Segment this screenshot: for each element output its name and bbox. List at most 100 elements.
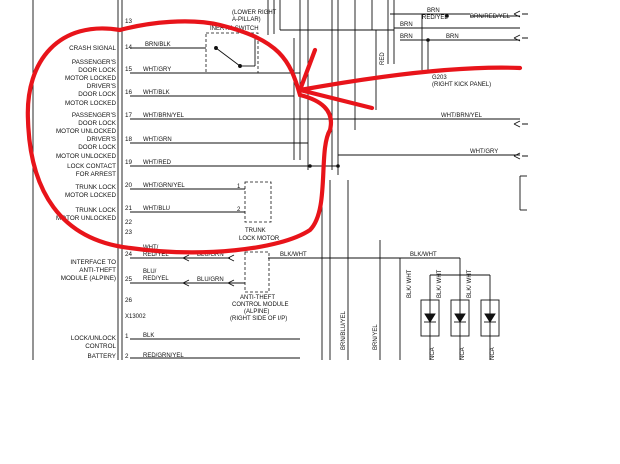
pin-numbers: 13 14 15 16 17 18 19 20 21 22 23 24 25 2…: [125, 18, 133, 360]
wire-vert-bw3: BLK/ WHT: [467, 269, 473, 298]
pin-26: 26: [125, 297, 133, 304]
pin-21: 21: [125, 205, 133, 212]
red-annotation-arrow: [297, 47, 523, 111]
wire-blkwht-top: BLK/WHT: [410, 252, 437, 258]
trunk-lock-motor-box: [244, 181, 272, 223]
pin-16: 16: [125, 89, 133, 96]
label-lca-2: FOR ARREST: [76, 171, 116, 178]
module-frame: [32, 0, 123, 360]
diode-label-1: NCA: [430, 347, 436, 360]
label-pdu-3: MOTOR UNLOCKED: [56, 128, 117, 135]
label-pdl-2: DOOR LOCK: [78, 67, 117, 74]
ground-label: G203: [432, 75, 447, 81]
label-battery: BATTERY: [88, 353, 117, 360]
wire-15: WHT/GRY: [143, 67, 171, 73]
diode-label-3: NCA: [490, 347, 496, 360]
pin-15: 15: [125, 66, 133, 73]
label-ddl-1: DRIVER'S: [87, 83, 116, 90]
label-if-3: MODULE (ALPINE): [61, 275, 116, 282]
right-connectors: [513, 10, 528, 211]
pin-18: 18: [125, 136, 133, 143]
anti-theft-label-3: (ALPINE): [244, 309, 269, 315]
label-ddu-3: MOTOR UNLOCKED: [56, 153, 117, 160]
diode-modules: [420, 299, 500, 337]
pin-13: 13: [125, 18, 133, 25]
label-tu-2: MOTOR UNLOCKED: [56, 215, 117, 222]
wire-24b: RED/YEL: [143, 252, 169, 258]
wire-vert-bw2: BLK/ WHT: [437, 269, 443, 298]
pin-25: 25: [125, 276, 133, 283]
label-lca-1: LOCK CONTACT: [67, 163, 116, 170]
pin-1: 1: [125, 333, 129, 340]
wire-24a: WHT/: [143, 245, 159, 251]
wire-24c: BLU/GRN: [197, 252, 224, 258]
wire-mod-out: BLK/WHT: [280, 252, 307, 258]
wire-21: WHT/BLU: [143, 206, 170, 212]
junction-dot-2: [445, 14, 449, 18]
wire-16: WHT/BLK: [143, 90, 170, 96]
wire-top-brn: BRN: [427, 8, 440, 14]
wire-1: BLK: [143, 333, 154, 339]
pin-22: 22: [125, 219, 133, 226]
anti-theft-label-1: ANTI-THEFT: [240, 295, 275, 301]
label-ddu-2: DOOR LOCK: [78, 144, 117, 151]
wire-top-brn3: BRN: [400, 34, 413, 40]
wire-right-17: WHT/BRN/YEL: [441, 113, 483, 119]
pin-17: 17: [125, 112, 133, 119]
pin-19: 19: [125, 159, 133, 166]
pin-2: 2: [125, 353, 129, 360]
wire-vert-bw1: BLK/ WHT: [407, 269, 413, 298]
junction-dot-4: [336, 164, 340, 168]
trunk-lock-label-2: LOCK MOTOR: [239, 236, 280, 242]
label-pdu-2: DOOR LOCK: [78, 120, 117, 127]
red-annotation-circle: [25, 19, 334, 255]
wire-14: BRN/BLK: [145, 42, 171, 48]
label-lu-2: CONTROL: [85, 343, 116, 350]
wire-25a: BLU/: [143, 269, 157, 275]
anti-theft-label-2: CONTROL MODULE: [232, 302, 288, 308]
label-ddl-3: MOTOR LOCKED: [65, 100, 116, 107]
label-tu-1: TRUNK LOCK: [75, 207, 116, 214]
label-ddl-2: DOOR LOCK: [78, 91, 117, 98]
wire-25b: RED/YEL: [143, 276, 169, 282]
connector-id: X13002: [125, 314, 146, 320]
label-ddu-1: DRIVER'S: [87, 136, 116, 143]
wire-vert-brnyel: BRN/YEL: [373, 324, 379, 350]
left-labels: CRASH SIGNAL PASSENGER'S DOOR LOCK MOTOR…: [56, 45, 117, 360]
inertia-switch-label-2: A-PILLAR): [232, 17, 261, 23]
wire-top-brn2: BRN: [400, 22, 413, 28]
wire-17: WHT/BRN/YEL: [143, 113, 185, 119]
trunk-pin-2: 2: [237, 207, 241, 213]
label-tl-1: TRUNK LOCK: [75, 184, 116, 191]
wire-right-19: WHT/GRY: [470, 149, 498, 155]
connector-arrows: [182, 254, 235, 287]
wire-vert-red: RED: [380, 52, 386, 65]
anti-theft-label-4: (RIGHT SIDE OF I/P): [230, 316, 287, 322]
label-tl-2: MOTOR LOCKED: [65, 192, 116, 199]
pin-14: 14: [125, 44, 133, 51]
label-lu-1: LOCK/UNLOCK: [71, 335, 117, 342]
wire-18: WHT/GRN: [143, 137, 172, 143]
pin-23: 23: [125, 229, 133, 236]
wire-top-redyel: RED/YEL: [422, 15, 448, 21]
junction-dot-3: [308, 164, 312, 168]
pin-24: 24: [125, 251, 133, 258]
middle-vertical-wires: [321, 180, 381, 360]
wire-top-brn4: BRN: [446, 34, 459, 40]
inertia-switch-label-1: (LOWER RIGHT: [232, 10, 277, 16]
inertia-switch-symbol: [214, 36, 256, 68]
label-pdl-1: PASSENGER'S: [72, 59, 116, 66]
label-crash-signal: CRASH SIGNAL: [69, 45, 116, 52]
wire-vert-brnbluyel: BRN/BLU/YEL: [341, 310, 347, 350]
pin-wires: [130, 47, 520, 360]
label-if-1: INTERFACE TO: [70, 259, 116, 266]
label-pdu-1: PASSENGER'S: [72, 112, 116, 119]
diode-label-2: NCA: [460, 347, 466, 360]
wire-25c: BLU/GRN: [197, 277, 224, 283]
pin-20: 20: [125, 182, 133, 189]
trunk-pin-1: 1: [237, 184, 241, 190]
ground-location: (RIGHT KICK PANEL): [432, 82, 491, 88]
wire-top-brnredyel: BRN/RED/YEL: [470, 14, 511, 20]
junction-dot-1: [426, 38, 430, 42]
